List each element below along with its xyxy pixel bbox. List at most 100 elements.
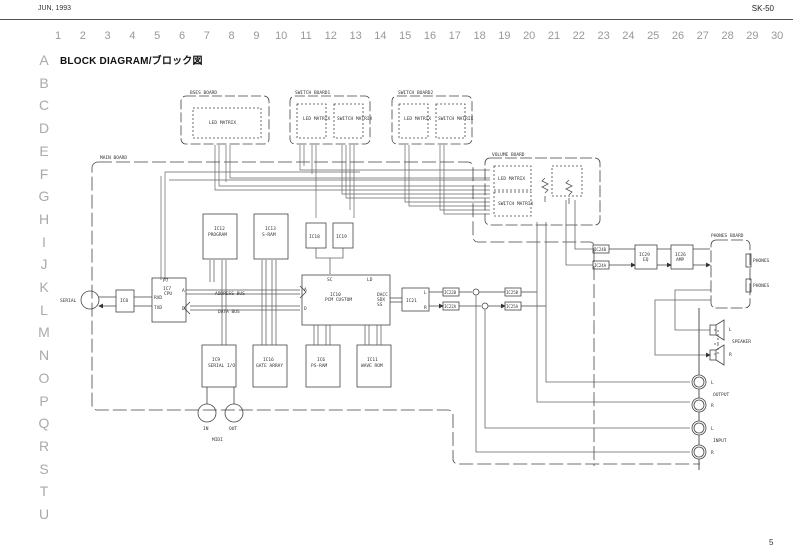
ic10-pin-a: A [304, 287, 307, 293]
ic22a-id: IC22A [444, 304, 457, 309]
ic6-id: IC6 [317, 357, 325, 363]
midi-in-connector [197, 403, 217, 423]
switch-board-2 [391, 95, 473, 145]
row-letter: P [39, 392, 49, 409]
ic9-serial-io-block [201, 344, 237, 388]
ic7-id: IC7 [163, 286, 171, 292]
phones-board-label: PHONES BOARD [711, 233, 744, 239]
column-number: 20 [523, 30, 536, 42]
column-number: 7 [203, 30, 210, 42]
row-letter: D [38, 120, 50, 137]
output-label: OUTPUT [713, 392, 730, 398]
input-r-label: R [711, 450, 714, 456]
main-board-label: MAIN BOARD [100, 155, 127, 161]
row-letter: T [39, 483, 49, 500]
column-number: 28 [721, 30, 734, 42]
ic13-block [253, 213, 289, 260]
column-number: 12 [324, 30, 337, 42]
ic22b-id: IC22B [444, 290, 457, 295]
ic7-name: CPU [164, 291, 172, 297]
cpu-pin-txd: TXD [154, 305, 162, 311]
row-letter: S [39, 460, 49, 477]
diagram-title: BLOCK DIAGRAM/ブロック図 [60, 56, 203, 67]
output-r-label: R [711, 403, 714, 409]
header-rule [0, 19, 793, 20]
ic10-id: IC10 [330, 292, 341, 298]
column-number: 11 [300, 30, 312, 42]
page-number: 5 [769, 538, 774, 547]
data-bus [190, 305, 300, 311]
column-number: 13 [349, 30, 362, 42]
ic11-id: IC11 [367, 357, 378, 363]
ic26-id: IC26 [675, 252, 686, 258]
row-letter: N [38, 347, 50, 364]
column-number: 17 [448, 30, 461, 42]
switch-board-1-label: SWITCH BOARD1 [295, 90, 331, 96]
header-model: SK-50 [751, 4, 774, 13]
ic26-name: AMP [676, 257, 684, 263]
ic6-ps-ram-block [305, 344, 341, 388]
serial-connector [80, 290, 100, 310]
cpu-pin-rxd: RXD [154, 295, 162, 301]
switch-board-1 [289, 95, 371, 145]
speaker-r-icon [709, 344, 725, 366]
midi-in-label: IN [203, 426, 209, 432]
input-l-label: L [711, 426, 714, 432]
column-number: 16 [423, 30, 437, 42]
ic12-block [202, 213, 238, 260]
ic24a-id: IC24A [594, 263, 607, 268]
ic29-id: IC29 [639, 252, 650, 258]
output-l-label: L [711, 380, 714, 386]
column-number: 26 [671, 30, 685, 42]
midi-label: MIDI [212, 437, 223, 443]
column-number: 8 [228, 30, 235, 42]
ic16-id: IC16 [263, 357, 274, 363]
vb-switch-label: SWITCH MATRIX [498, 201, 534, 207]
ic10-name: PCM CUSTOM [325, 297, 352, 303]
phones-board [710, 239, 752, 309]
ic29-eq-block [634, 244, 658, 270]
input-l-jack [691, 420, 707, 436]
row-letter: Q [38, 415, 50, 432]
input-r-jack [691, 444, 707, 460]
column-number: 27 [696, 30, 709, 42]
speaker-l-label: L [729, 327, 732, 333]
ic21-id: IC21 [406, 298, 417, 304]
ic13-id: IC13 [265, 226, 276, 232]
phones-jack-1-label: PHONES [753, 258, 770, 264]
sb2-led-label: LED MATRIX [404, 116, 431, 122]
input-label: INPUT [713, 438, 727, 444]
ic11-name: WAVE ROM [361, 363, 383, 369]
cpu-pin-p7: P7 [163, 278, 169, 284]
ic19-id: IC19 [336, 234, 347, 240]
row-letter: F [39, 165, 49, 182]
ic21-pin-l: L [424, 290, 427, 296]
column-number: 15 [399, 30, 412, 42]
bses-board [180, 95, 270, 145]
column-number: 9 [253, 30, 260, 42]
column-number: 21 [547, 30, 561, 42]
column-number: 10 [275, 30, 288, 42]
sb1-led-label: LED MATRIX [303, 116, 330, 122]
ic16-gate-array-block [252, 344, 288, 388]
ic10-out-ss: SS [377, 302, 383, 308]
volume-board [484, 157, 601, 226]
ic10-out-dacc: DACC [377, 292, 388, 298]
ic16-name: GATE ARRAY [256, 363, 283, 369]
ic24b-id: IC24B [594, 247, 607, 252]
ic21-block [401, 287, 430, 312]
switch-board-2-label: SWITCH BOARD2 [398, 90, 434, 96]
ic10-out-sdx: SDX [377, 297, 385, 303]
row-letter: H [38, 210, 50, 227]
midi-out-label: OUT [229, 426, 237, 432]
ic8-block [115, 289, 135, 313]
midi-out-connector [224, 403, 244, 423]
row-letter: A [39, 52, 49, 68]
output-r-jack [691, 397, 707, 413]
ic10-pcm-custom-block [301, 274, 391, 326]
ic21-pin-r: R [424, 305, 427, 311]
row-letter: G [38, 188, 50, 205]
row-letter: K [39, 279, 49, 295]
row-letter: J [40, 256, 48, 273]
phones-jack-2-label: PHONES [753, 283, 770, 289]
